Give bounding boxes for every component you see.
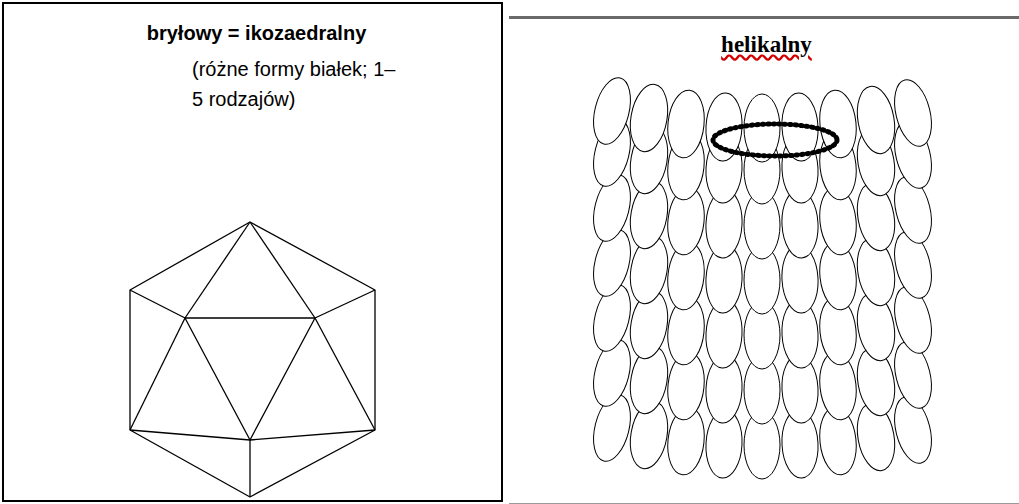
panel-note: (różne formy białek; 1–5 rodzajów) bbox=[192, 54, 404, 114]
icosahedron bbox=[130, 222, 375, 497]
panel-heading: bryłowy = ikozaedralny bbox=[8, 20, 505, 46]
helical-capsid bbox=[587, 74, 937, 479]
helical-panel: helikalny bbox=[509, 16, 1019, 504]
icosahedral-panel: bryłowy = ikozaedralny (różne formy białe… bbox=[2, 2, 503, 502]
panel-heading: helikalny bbox=[513, 31, 1019, 59]
